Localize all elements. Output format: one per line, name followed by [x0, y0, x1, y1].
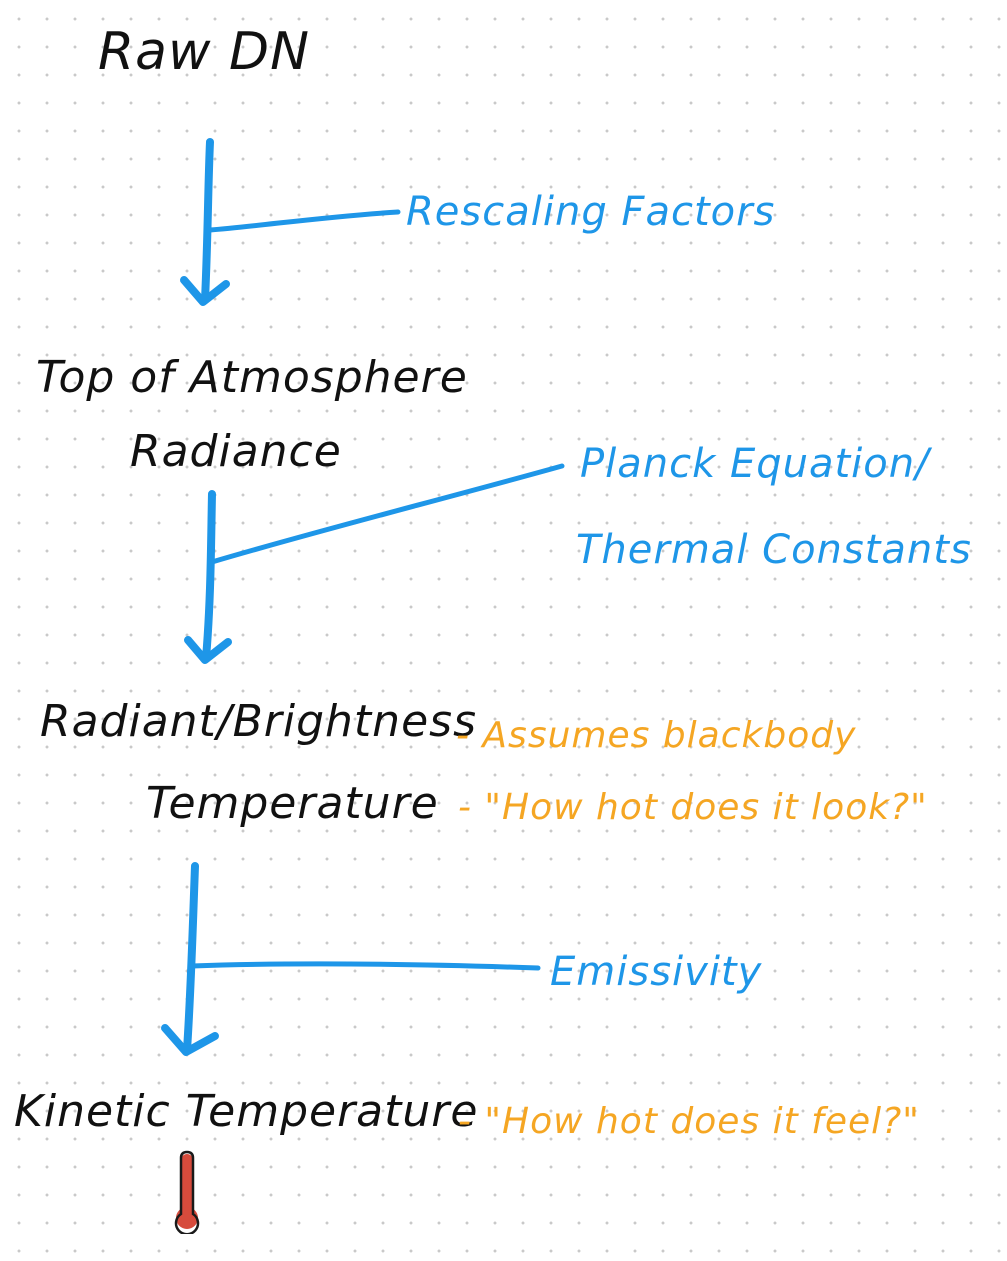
note-how-hot-look: - "How hot does it look?" [458, 787, 928, 828]
thermometer-icon [174, 1150, 200, 1234]
flow-arrow-radiance-to-brightness [202, 490, 216, 662]
node-toa-radiance-line2: Radiance [130, 426, 342, 477]
note-assumes-blackbody: - Assumes blackbody [456, 715, 857, 756]
process-thermal-constants: Thermal Constants [576, 527, 972, 573]
thermometer-tube [181, 1154, 193, 1216]
note-how-hot-feel: - "How hot does it feel?" [458, 1101, 920, 1142]
arrowhead-radiance-to-brightness [184, 636, 232, 664]
thermometer-outline [174, 1150, 200, 1234]
flow-arrow-raw-to-radiance [201, 138, 214, 304]
process-rescaling-factors: Rescaling Factors [406, 189, 776, 235]
node-brightness-temperature-line2: Temperature [146, 778, 439, 829]
node-kinetic-temperature: Kinetic Temperature [14, 1086, 479, 1137]
node-toa-radiance-line1: Top of Atmosphere [36, 352, 468, 403]
arrowhead-raw-to-radiance [180, 276, 230, 306]
node-brightness-temperature-line1: Radiant/Brightness [40, 696, 477, 747]
connector-planck [209, 463, 565, 565]
connector-emissivity [189, 961, 541, 971]
thermometer-bulb [176, 1207, 198, 1229]
connector-rescaling [207, 209, 401, 233]
node-raw-dn: Raw DN [98, 22, 310, 82]
flow-arrow-brightness-to-kinetic [183, 862, 199, 1054]
arrowhead-brightness-to-kinetic [161, 1024, 219, 1056]
process-emissivity: Emissivity [550, 949, 763, 995]
process-planck-equation: Planck Equation/ [580, 441, 930, 487]
